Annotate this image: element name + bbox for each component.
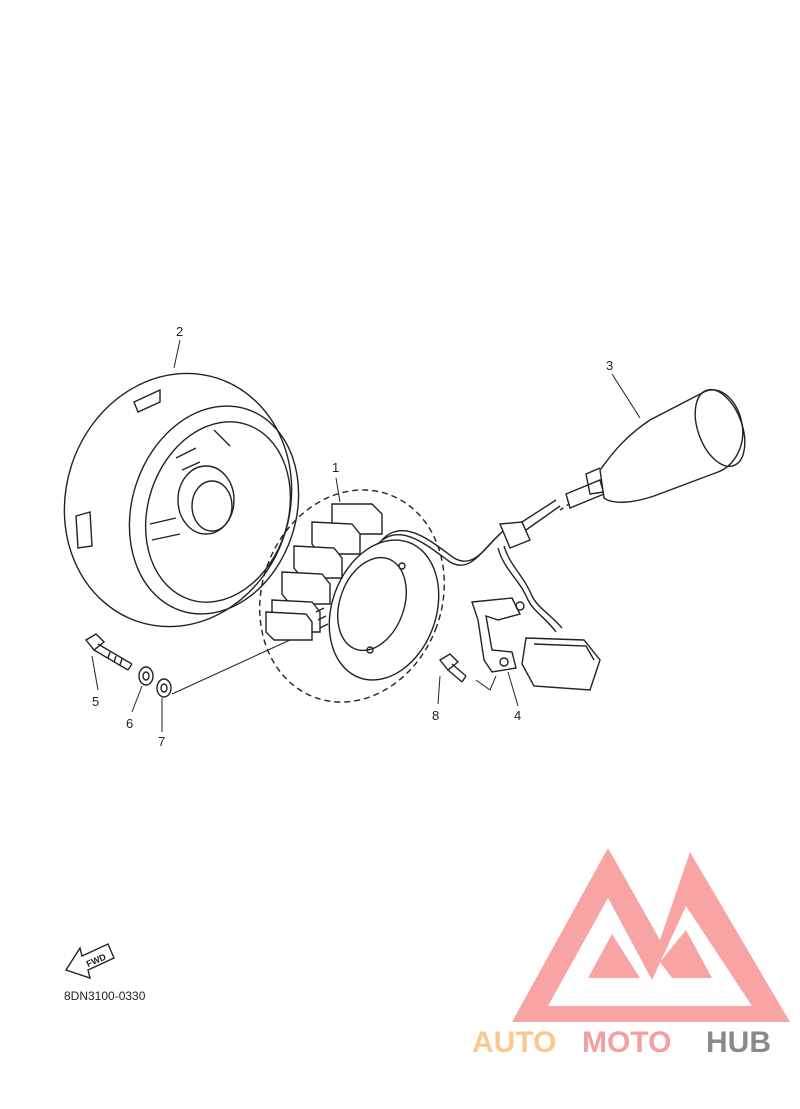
rotor-flywheel [63,372,300,628]
pickup-coil-bracket [471,597,601,691]
callout-8: 8 [432,708,439,723]
callout-5: 5 [92,694,99,709]
stator-assembly [259,489,445,703]
connector-boot [565,388,746,509]
fwd-arrow-icon: FWD [64,943,115,980]
screw-part-8 [438,653,467,683]
watermark-hub: HUB [706,1026,771,1059]
callout-6: 6 [126,716,133,731]
bolt-part-5 [84,633,133,671]
leader-lines [91,339,641,732]
callout-4: 4 [514,708,521,723]
callout-3: 3 [606,358,613,373]
stator-wire-harness [377,489,591,633]
callout-2: 2 [176,324,183,339]
drawing-code: 8DN3100-0330 [64,989,146,1003]
washer-part-7 [156,678,172,698]
watermark-logo-icon [512,848,790,1022]
watermark-moto: MOTO [582,1026,671,1059]
assembly-center-lines [171,639,497,695]
callout-1: 1 [332,460,339,475]
washer-part-6 [138,666,154,686]
callout-7: 7 [158,734,165,749]
watermark-auto: AUTO [472,1026,556,1059]
